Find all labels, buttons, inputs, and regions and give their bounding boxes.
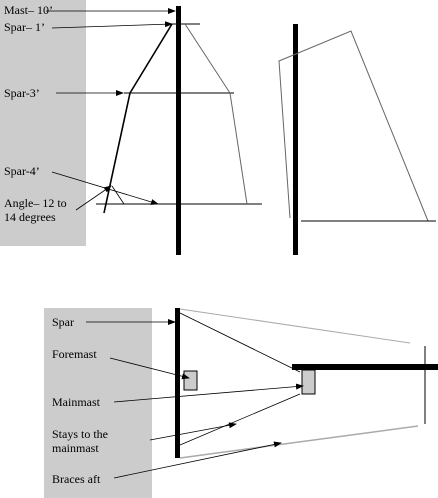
side-view-sail bbox=[278, 30, 429, 222]
label-mainmast: Mainmast bbox=[52, 395, 100, 409]
mainmast-label-arrow bbox=[113, 383, 304, 403]
label-spar-1: Spar– 1’ bbox=[4, 20, 45, 34]
angle-indicator bbox=[111, 185, 125, 205]
stay-line-lower bbox=[179, 393, 301, 446]
label-stays: Stays to the mainmast bbox=[52, 427, 108, 455]
spar-1-arrow bbox=[51, 21, 173, 29]
label-spar: Spar bbox=[52, 315, 74, 329]
top-mast bbox=[176, 6, 181, 255]
stays-label-arrow bbox=[149, 422, 237, 441]
mainmast-block bbox=[301, 369, 316, 395]
deck-beam bbox=[292, 364, 438, 370]
foremast bbox=[175, 308, 180, 458]
label-foremast: Foremast bbox=[52, 347, 97, 361]
bottom-label-panel bbox=[44, 308, 152, 498]
label-spar-4: Spar-4’ bbox=[4, 164, 40, 178]
angle-arrow bbox=[75, 185, 112, 211]
label-mast: Mast– 10’ bbox=[4, 3, 53, 17]
spar-line bbox=[179, 308, 411, 344]
label-braces: Braces aft bbox=[52, 472, 101, 486]
side-view-mast bbox=[293, 24, 298, 255]
braces-line bbox=[179, 425, 419, 459]
sail-trailing-edge bbox=[184, 23, 248, 205]
label-spar-3: Spar-3’ bbox=[4, 86, 40, 100]
stay-line-upper bbox=[179, 312, 301, 373]
foremast-block bbox=[183, 370, 198, 391]
label-angle: Angle– 12 to 14 degrees bbox=[4, 196, 67, 224]
sail-leading-edge bbox=[103, 23, 173, 214]
braces-label-arrow bbox=[113, 441, 282, 479]
top-label-panel bbox=[0, 0, 86, 246]
foremast-label-arrow bbox=[109, 357, 190, 380]
